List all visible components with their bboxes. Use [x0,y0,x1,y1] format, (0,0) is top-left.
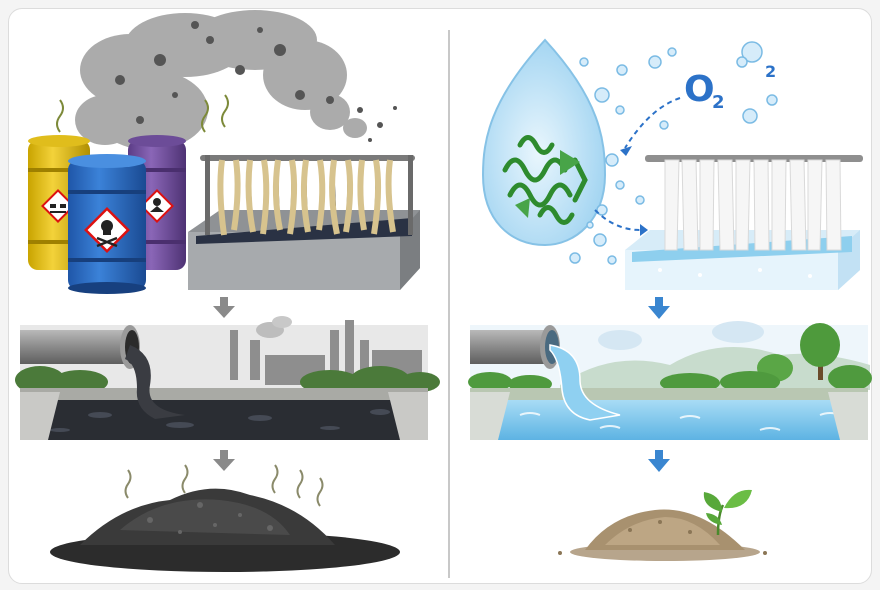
oxygen-flow-arrows [594,97,681,231]
smoke-plume [75,10,367,150]
leaf-icon [703,489,752,536]
smoke-particles [115,21,397,142]
panel-divider [448,30,450,578]
toxic-sludge-pile [50,464,400,572]
flow-arrow-down [648,450,670,472]
flow-arrow-down [648,297,670,319]
corrosive-icon [41,189,75,223]
polluted-river-scene [15,316,440,440]
clean-river-scene [468,321,872,440]
flow-arrow-down [213,450,235,471]
clean-fibers [664,159,842,251]
raw-fibers [217,159,396,236]
hazard-barrel-icon [68,154,146,294]
clean-fiber-bath [625,155,863,290]
drying-rod [200,155,415,161]
skull-icon [84,207,130,253]
oxygen-label: O 2 2 [684,62,776,113]
tree-icon [757,323,840,382]
pipe-icon [470,325,560,369]
oxygen-small-subscript: 2 [765,62,776,81]
oxygen-symbol: O [684,69,715,110]
left-panel [15,10,440,572]
enzyme-droplet [481,38,607,247]
enzyme-protein-icon [502,135,588,225]
fume-lines [56,94,229,133]
dirty-fiber-bath [188,155,420,290]
clean-discharge [549,344,621,421]
health-hazard-icon [140,189,174,223]
healthy-soil-pile [558,489,767,561]
toxic-discharge [125,345,185,419]
pipe-icon [20,325,140,369]
flow-arrow-down [213,297,235,318]
cloud-icon [598,321,764,350]
oxygen-subscript: 2 [712,92,725,113]
right-panel: O 2 2 [468,38,872,561]
bubbles [569,41,778,265]
